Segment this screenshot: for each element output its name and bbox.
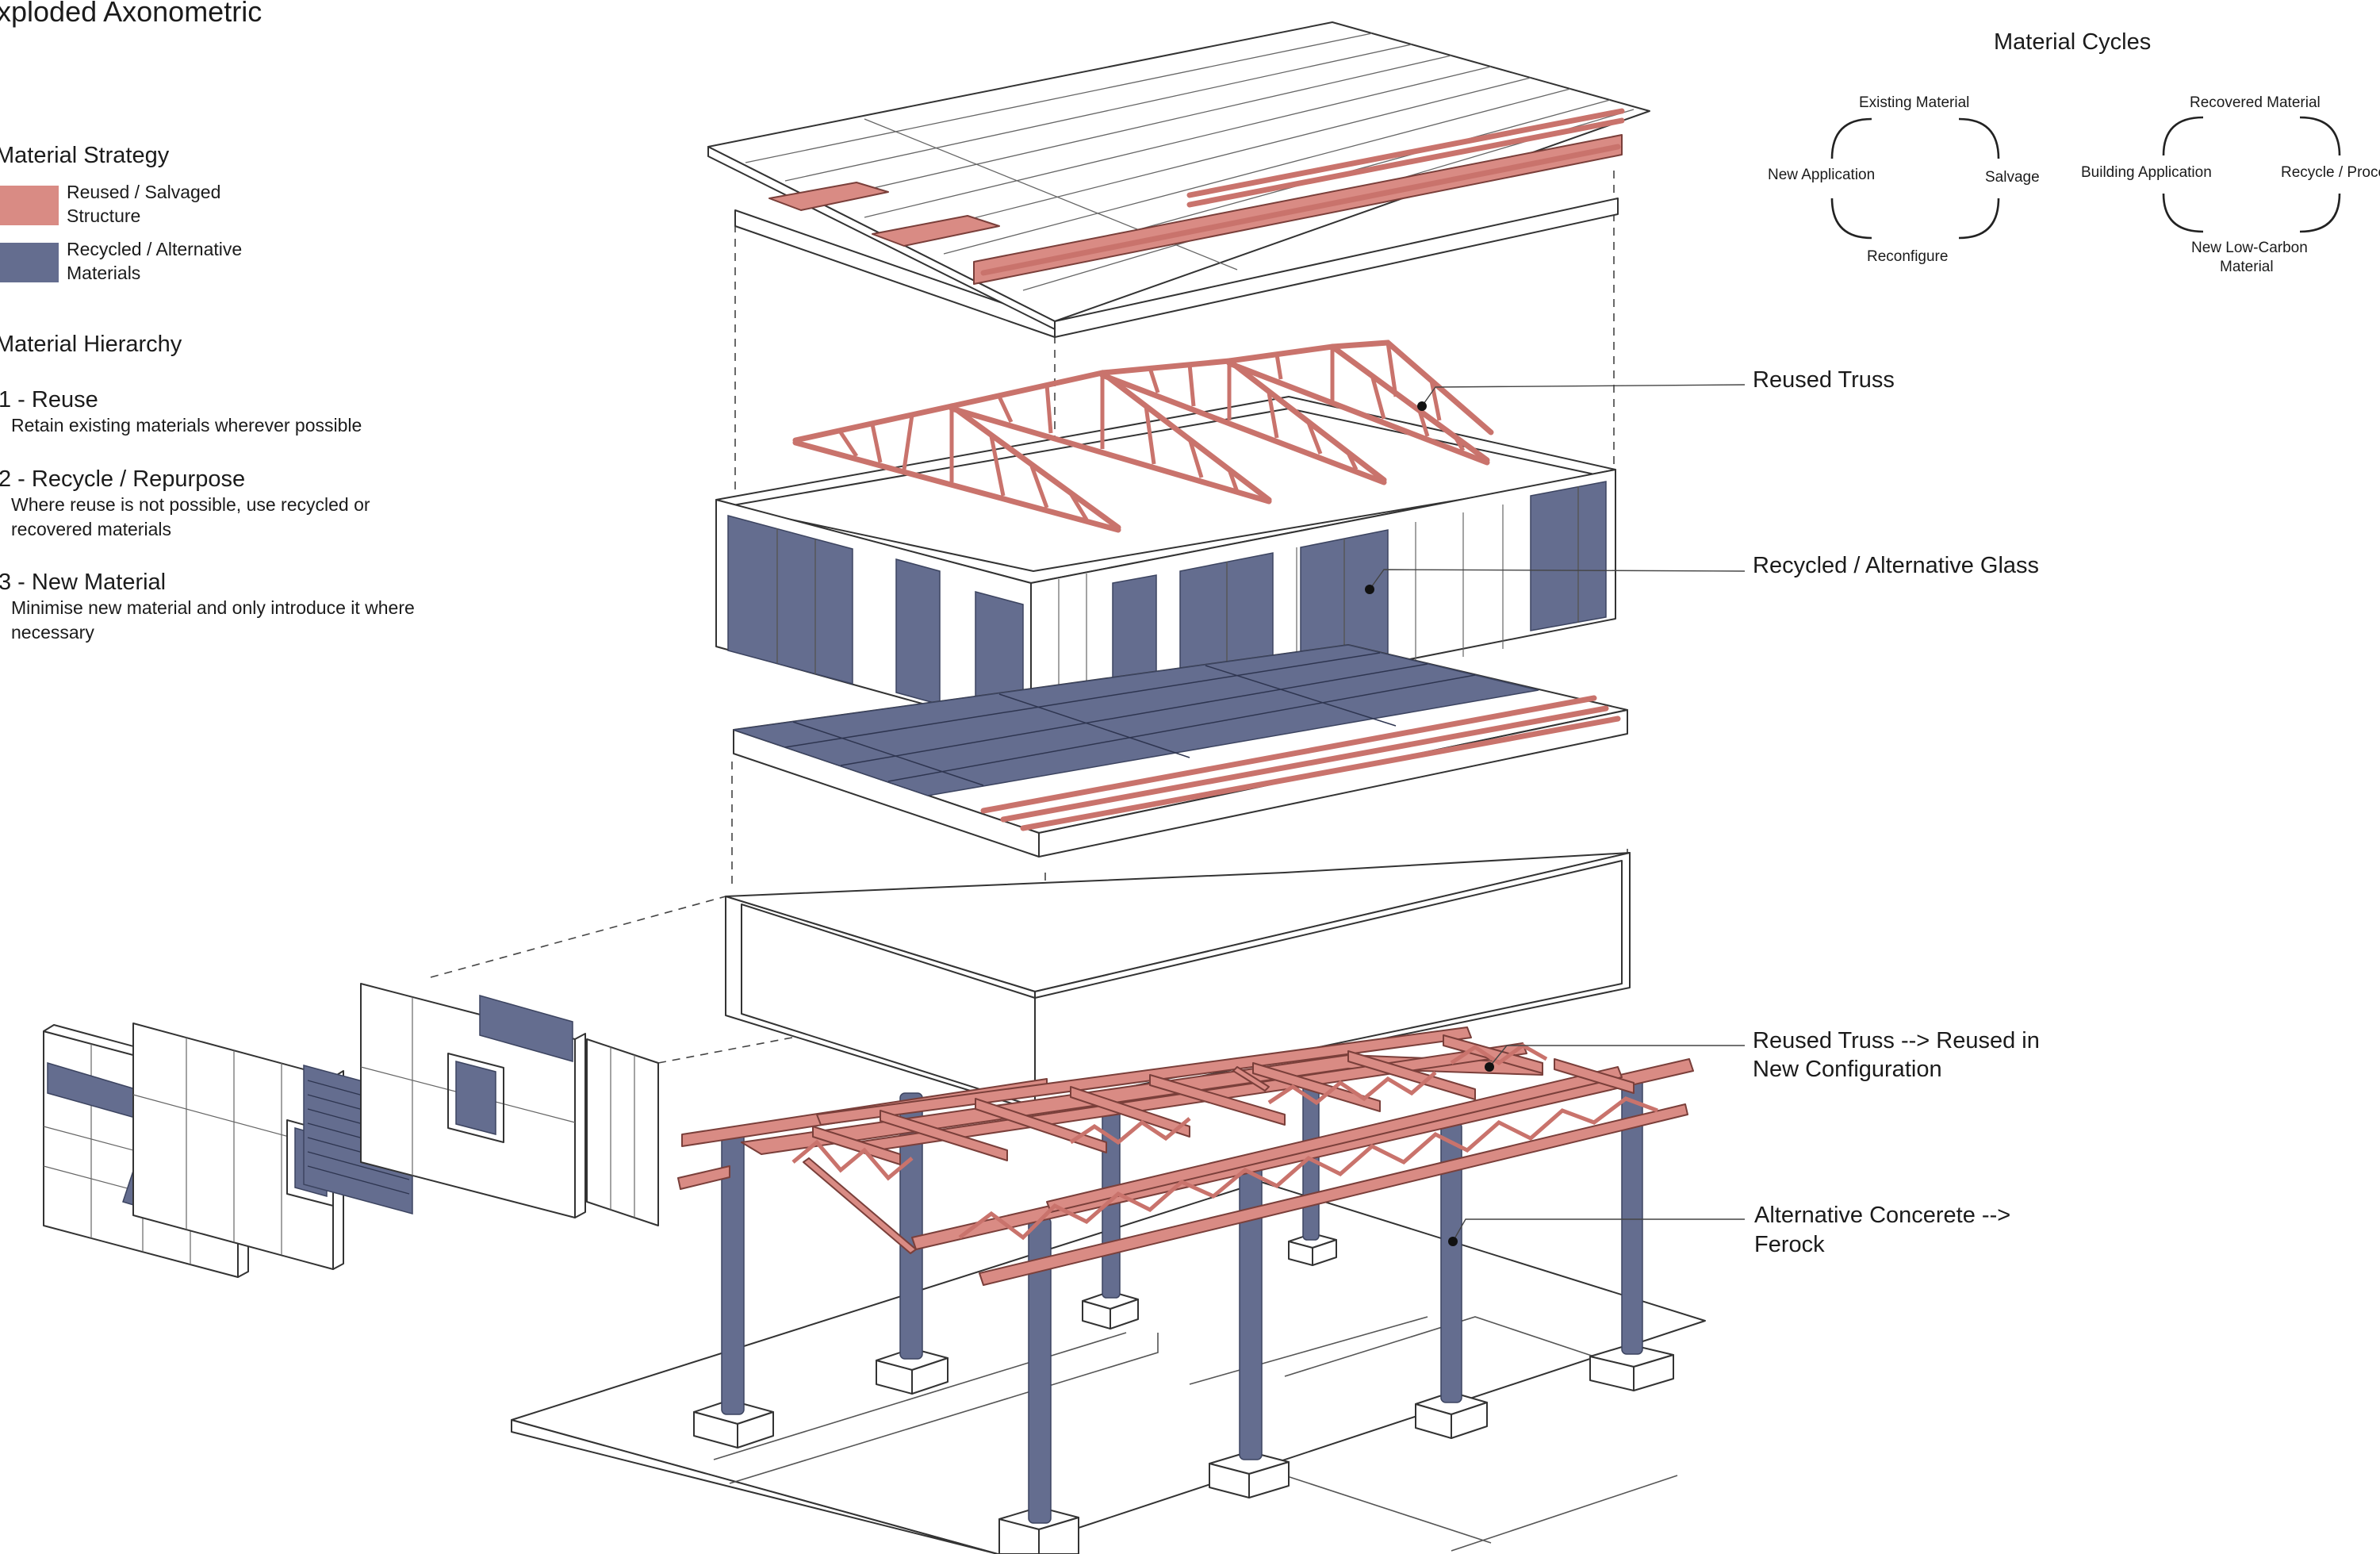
truss-5 (1329, 340, 1494, 436)
cycle-right-left: Building Application (2081, 164, 2212, 181)
cycle-arc (1830, 117, 1872, 159)
cycle-right-arcs (2162, 116, 2341, 233)
hierarchy-item-2-line-2: recovered materials (11, 519, 171, 539)
legend-label-salvaged-1: Reused / Salvaged (67, 182, 221, 202)
callout-reconfigured-truss-1: Reused Truss --> Reused in (1753, 1028, 2040, 1053)
cycles-heading: Material Cycles (1994, 29, 2152, 55)
exploded-wall-panels (43, 983, 659, 1278)
legend-heading: Material Strategy (0, 143, 170, 168)
callout-reconfigured-truss-2: New Configuration (1753, 1057, 1942, 1082)
hierarchy-item-3-title: 3 - New Material (0, 570, 167, 595)
footing (876, 1348, 949, 1395)
footing (1288, 1233, 1337, 1266)
hierarchy-item-1-line-1: Retain existing materials wherever possi… (11, 415, 362, 436)
cycle-left-arcs (1830, 117, 2000, 240)
legend-label-recycled-2: Materials (67, 263, 141, 283)
footing (1209, 1451, 1290, 1498)
cycle-left-bottom: Reconfigure (1867, 248, 1949, 265)
roof-beam (768, 182, 889, 211)
cycle-right-bottom-1: New Low-Carbon (2191, 240, 2308, 256)
cycle-left-right: Salvage (1985, 169, 2040, 186)
cycle-arc (2299, 116, 2341, 156)
footing (1082, 1291, 1139, 1330)
roof-beam (872, 215, 1000, 247)
hierarchy-heading: Material Hierarchy (0, 332, 182, 357)
cycle-left-left: New Application (1768, 167, 1876, 183)
reconfigured-truss-grid (677, 1026, 1694, 1286)
callout-ferock-2: Ferock (1754, 1232, 1825, 1257)
legend-swatch-recycled (0, 243, 59, 282)
cycle-right-top: Recovered Material (2190, 94, 2321, 111)
hierarchy-item-2-title: 2 - Recycle / Repurpose (0, 466, 246, 492)
roof-trusses (792, 340, 1494, 533)
legend-swatch-salvaged (0, 186, 59, 225)
cycle-right-right: Recycle / Proce (2281, 164, 2380, 181)
upper-floor-slab (733, 644, 1628, 858)
hierarchy-item-3-line-1: Minimise new material and only introduce… (11, 597, 415, 618)
cycle-arc (2162, 116, 2204, 156)
ground-floor-box (725, 852, 1631, 1111)
page-title: xploded Axonometric (0, 0, 263, 28)
cycle-arc (1958, 198, 2000, 240)
footing (1415, 1391, 1488, 1439)
cycle-arc (2162, 193, 2204, 233)
callout-leaders (1365, 384, 1746, 1246)
callout-reused-truss: Reused Truss (1753, 367, 1895, 393)
cycle-left-top: Existing Material (1859, 94, 1970, 111)
roof-layer (707, 21, 1650, 338)
cycle-arc (1958, 117, 2000, 159)
legend-label-recycled-1: Recycled / Alternative (67, 239, 243, 259)
footing (1589, 1344, 1674, 1391)
footing (998, 1506, 1079, 1554)
cycle-right-bottom-2: Material (2220, 259, 2274, 275)
hierarchy-item-2-line-1: Where reuse is not possible, use recycle… (11, 494, 370, 515)
hierarchy-item-3-line-2: necessary (11, 622, 94, 643)
cycle-arc (2299, 193, 2341, 233)
callout-recycled-glass: Recycled / Alternative Glass (1753, 553, 2040, 578)
legend-label-salvaged-2: Structure (67, 205, 141, 226)
callout-ferock-1: Alternative Concerete --> (1754, 1203, 2011, 1228)
hierarchy-item-1-title: 1 - Reuse (0, 387, 98, 412)
cycle-arc (1830, 198, 1872, 240)
